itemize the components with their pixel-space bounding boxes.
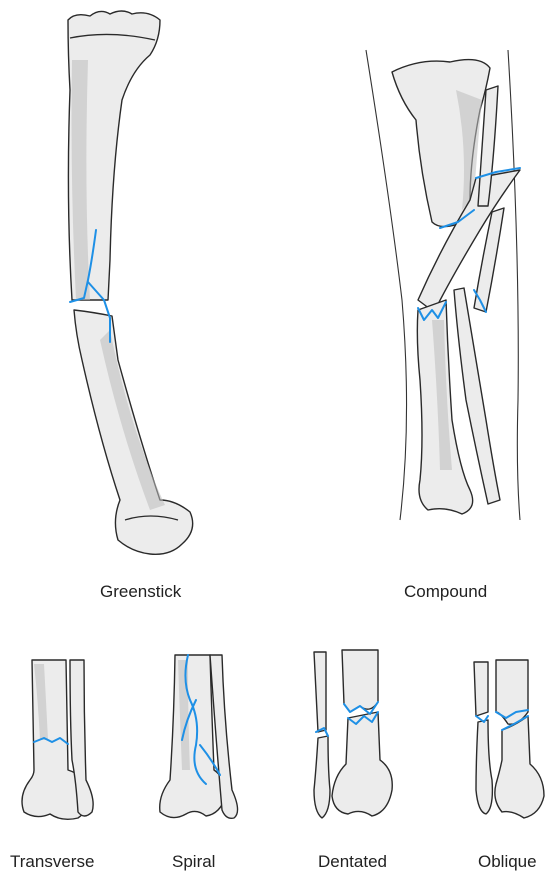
dentated-tibia-upper <box>342 650 378 712</box>
oblique-illustration <box>474 660 544 818</box>
dentated-fibula-lower <box>314 736 330 818</box>
dentated-illustration <box>314 650 392 818</box>
oblique-tibia-lower <box>495 716 544 818</box>
caption-spiral: Spiral <box>172 852 215 872</box>
dentated-fibula-upper <box>314 652 326 732</box>
caption-dentated: Dentated <box>318 852 387 872</box>
oblique-fibula-upper <box>474 662 488 716</box>
caption-oblique: Oblique <box>478 852 537 872</box>
oblique-fibula-lower <box>476 720 492 814</box>
caption-transverse: Transverse <box>10 852 94 872</box>
transverse-illustration <box>22 660 93 819</box>
spiral-illustration <box>160 655 238 818</box>
caption-compound: Compound <box>404 582 487 602</box>
greenstick-illustration <box>68 11 193 554</box>
caption-greenstick: Greenstick <box>100 582 181 602</box>
dentated-tibia-lower <box>332 712 392 816</box>
compound-illustration <box>366 50 520 520</box>
